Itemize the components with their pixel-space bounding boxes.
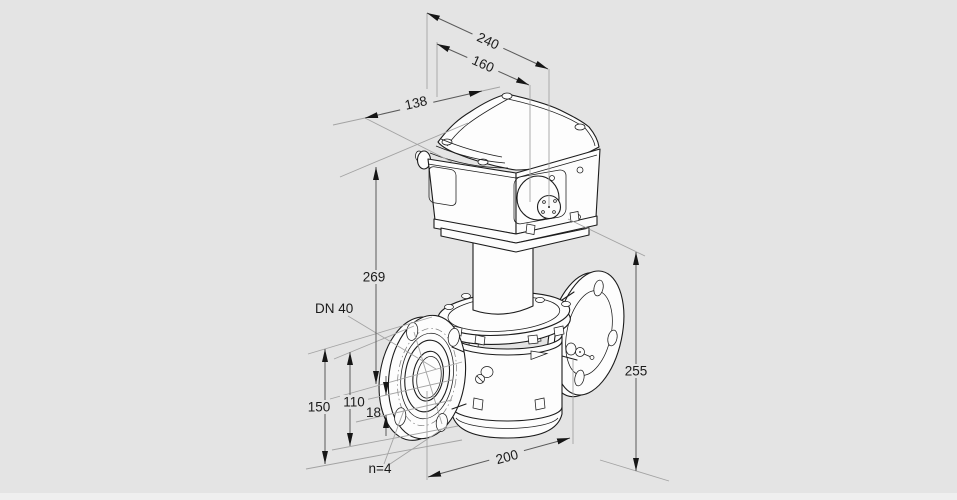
- valve-stem: [472, 239, 534, 315]
- test-nipple-front: [475, 366, 494, 384]
- dim-label-18: 18: [366, 405, 381, 420]
- valve-cover: [437, 292, 571, 345]
- dim-label-269: 269: [363, 270, 386, 285]
- test-nipple-right: [565, 342, 595, 360]
- dimension-flange-diameter: 150: [305, 349, 334, 464]
- dimension-height-overall: 255: [621, 252, 651, 471]
- dimension-bolt-circle: 110: [340, 352, 368, 446]
- dim-label-255: 255: [625, 364, 648, 379]
- dim-label-dn40: DN 40: [315, 301, 353, 316]
- dim-label-110: 110: [343, 395, 365, 410]
- actuator-label-panel: [428, 166, 457, 206]
- dimension-bolt-hole: 18: [366, 376, 389, 436]
- actuator: [415, 92, 601, 253]
- flow-direction-arrow: [530, 350, 549, 361]
- valve-body: [451, 291, 578, 439]
- valve-illustration: [378, 92, 625, 441]
- left-flange: [378, 314, 467, 441]
- dim-label-bolt-count: n=4: [369, 461, 392, 476]
- dimension-face-to-face: 200: [427, 437, 571, 478]
- dim-label-150: 150: [308, 400, 331, 415]
- dimension-height-axis-to-top: 269: [359, 167, 389, 384]
- bolt-circle-centerline: [397, 327, 457, 427]
- dim-label-200: 200: [494, 447, 520, 467]
- dim-label-138: 138: [403, 93, 428, 113]
- dimension-depth: 138: [364, 90, 483, 119]
- footer-strip: [0, 493, 957, 500]
- actuator-base: [433, 215, 598, 244]
- louver-ridges: [429, 138, 509, 169]
